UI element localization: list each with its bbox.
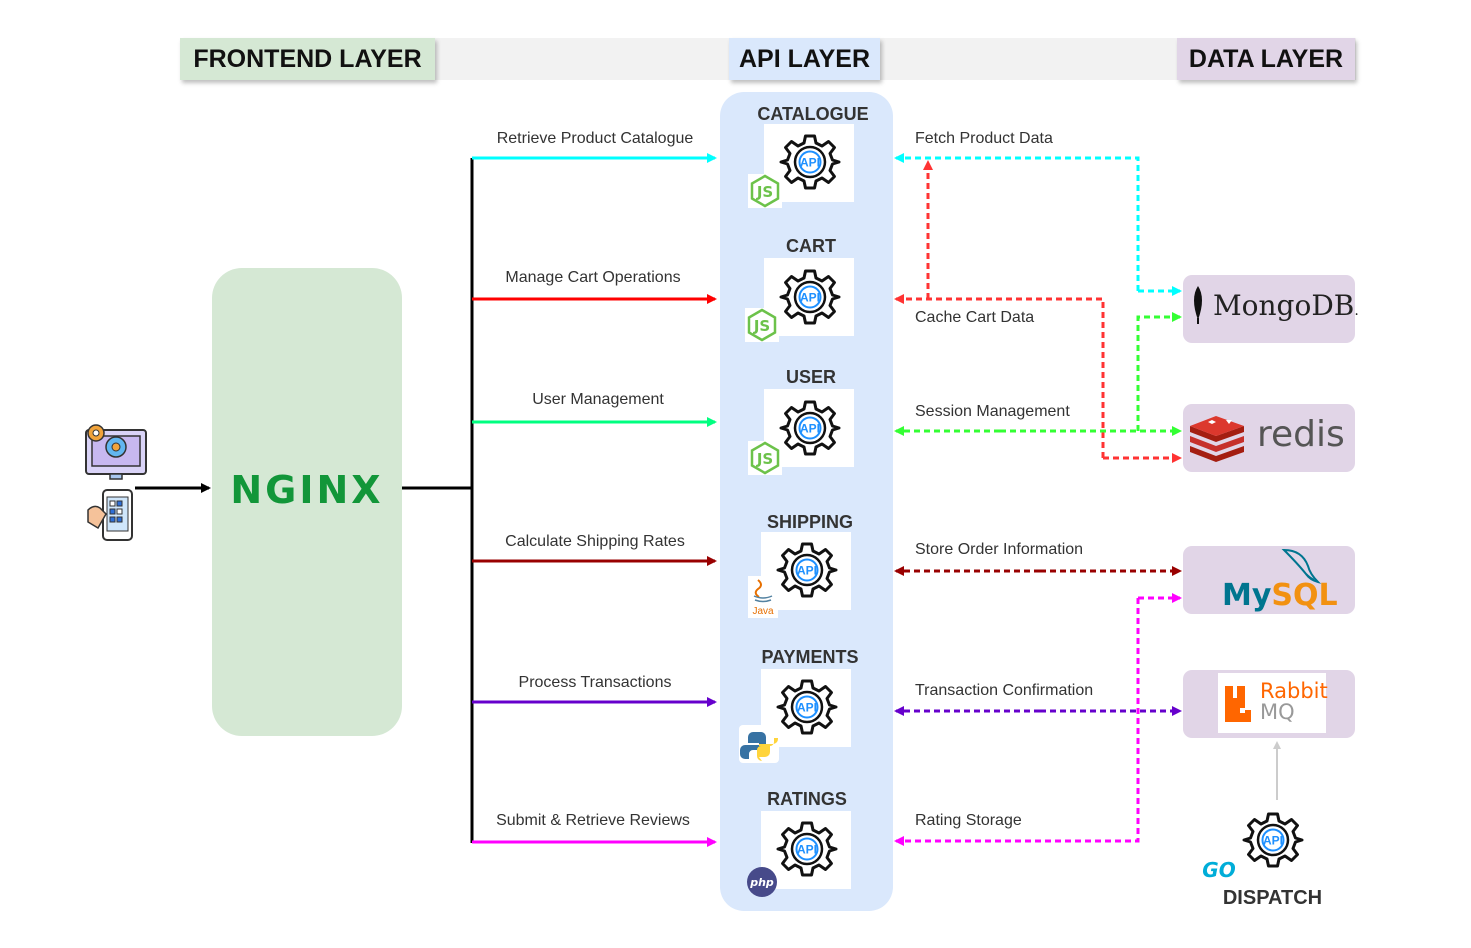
session-management-label: Session Management	[915, 403, 1070, 420]
catalogue-service-title: CATALOGUE	[757, 104, 869, 124]
payments-gear-api-icon	[776, 679, 838, 735]
ratings-request-label: Submit & Retrieve Reviews	[496, 812, 690, 829]
nginx-gateway-box	[212, 268, 402, 736]
rating-storage-label: Rating Storage	[915, 812, 1022, 829]
cart-service-title: CART	[786, 236, 836, 256]
ratings-php-icon: php	[747, 867, 777, 897]
fetch-product-data-label: Fetch Product Data	[915, 130, 1053, 147]
dispatch-service-title: DISPATCH	[1222, 887, 1323, 909]
shipping-service-title: SHIPPING	[766, 512, 854, 532]
go-icon-text: GO	[1202, 858, 1235, 882]
user-nodejs-icon	[750, 441, 780, 475]
java-icon-text: Java	[752, 606, 774, 617]
mobile-touch-icon	[87, 489, 133, 541]
catalogue-nodejs-icon	[750, 174, 780, 208]
mongodb-logo-text: MongoDB.	[1213, 289, 1359, 322]
mongodb-leaf-icon	[1194, 286, 1202, 324]
payments-request-label: Process Transactions	[518, 674, 672, 691]
redis-stack-icon	[1190, 416, 1244, 462]
user-request-label: User Management	[532, 391, 664, 408]
shipping-request-label: Calculate Shipping Rates	[505, 533, 685, 550]
store-order-information-label: Store Order Information	[915, 541, 1084, 558]
mysql-store	[1183, 546, 1355, 614]
frontend-layer-title: FRONTEND LAYER	[180, 38, 435, 80]
catalogue-request-label: Retrieve Product Catalogue	[496, 130, 694, 147]
payments-python-icon	[739, 725, 779, 763]
cart-nodejs-icon	[747, 308, 777, 342]
shipping-java-icon: Java	[748, 576, 778, 618]
redis-logo-text: redis	[1257, 414, 1345, 455]
dispatch-go-icon: GO	[1202, 858, 1235, 882]
mysql-logo-text: MySQL	[1222, 578, 1338, 613]
cache-cart-data-label: Cache Cart Data	[915, 309, 1035, 326]
cart-request-label: Manage Cart Operations	[505, 269, 681, 286]
user-service-title: USER	[785, 367, 836, 387]
user-gear-api-icon	[779, 400, 841, 456]
catalogue-gear-api-icon	[779, 134, 841, 190]
mongodb-store	[1183, 275, 1355, 343]
ratings-service-title: RATINGS	[767, 789, 847, 809]
api-layer-title: API LAYER	[729, 38, 880, 80]
shipping-gear-api-icon	[776, 542, 838, 598]
cart-gear-api-icon	[779, 269, 841, 325]
nginx-logo: NGINX	[230, 468, 384, 512]
mysql-dolphin-icon	[1281, 548, 1322, 584]
dispatch-gear-api-icon	[1242, 812, 1304, 868]
api-layer-column	[720, 92, 893, 911]
ratings-gear-api-icon	[776, 821, 838, 877]
data-layer-title: DATA LAYER	[1177, 38, 1355, 80]
php-icon-text: php	[749, 876, 774, 889]
desktop-settings-icon	[85, 424, 147, 480]
payments-service-title: PAYMENTS	[761, 647, 859, 667]
transaction-confirmation-label: Transaction Confirmation	[915, 682, 1094, 699]
rabbitmq-icon	[1225, 686, 1251, 722]
